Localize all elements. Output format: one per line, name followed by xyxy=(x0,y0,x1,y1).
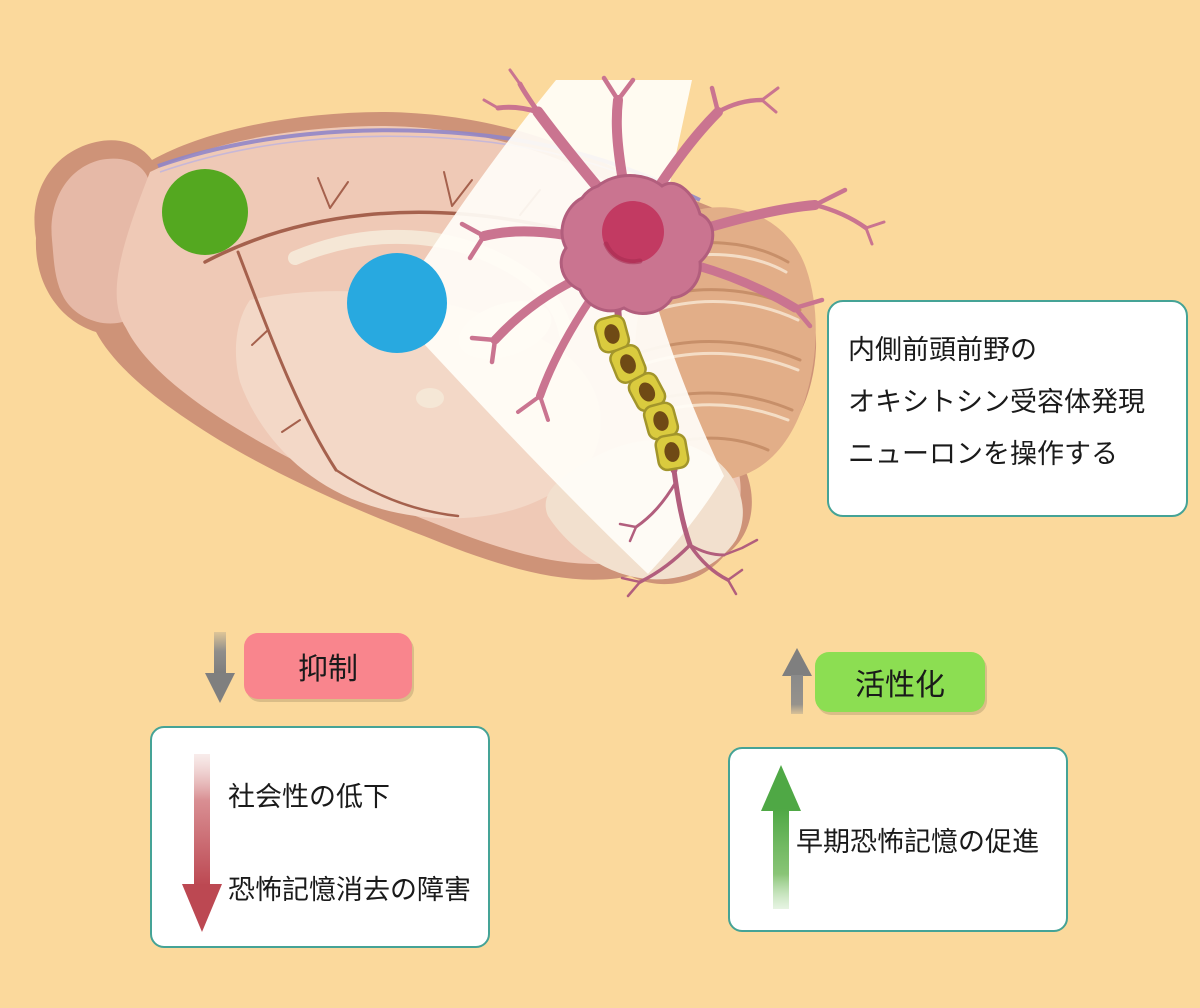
info-box-line1: 内側前頭前野の xyxy=(848,335,1037,365)
oxytocin-receptor-neuron xyxy=(459,68,886,598)
inhibition-label-text: 抑制 xyxy=(298,653,358,686)
increase-arrow-icon xyxy=(761,765,801,909)
green-region-dot xyxy=(162,169,248,255)
activation-effect-1: 早期恐怖記憶の促進 xyxy=(796,827,1039,857)
decrease-arrow-icon xyxy=(182,754,222,932)
blue-region-dot xyxy=(347,253,447,353)
activation-label-text: 活性化 xyxy=(855,669,945,702)
anterior-commissure xyxy=(416,388,444,408)
inhibition-effects-box: 社会性の低下 恐怖記憶消去の障害 xyxy=(150,726,490,948)
info-box-line3: ニューロンを操作する xyxy=(848,439,1118,469)
dendrites xyxy=(459,68,886,422)
nucleus xyxy=(602,201,664,263)
up-arrow-icon xyxy=(782,648,812,714)
inhibition-label: 抑制 xyxy=(244,633,412,699)
info-box: 内側前頭前野の オキシトシン受容体発現 ニューロンを操作する xyxy=(827,300,1188,517)
inhibition-effect-2: 恐怖記憶消去の障害 xyxy=(228,875,471,905)
activation-label: 活性化 xyxy=(815,652,985,712)
axon-terminals xyxy=(618,480,759,598)
activation-effects-box: 早期恐怖記憶の促進 xyxy=(728,747,1068,932)
info-box-line2: オキシトシン受容体発現 xyxy=(848,387,1145,417)
myelin-sheath xyxy=(593,314,690,472)
inhibition-effect-1: 社会性の低下 xyxy=(228,782,390,812)
nucleus-shade xyxy=(603,241,643,265)
down-arrow-icon xyxy=(205,632,235,703)
